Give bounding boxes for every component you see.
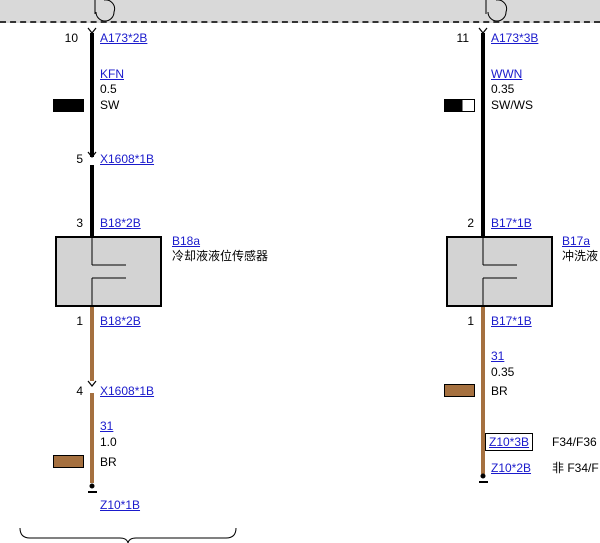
left-lower-pin: 4 <box>76 384 83 398</box>
right-sensor-top-pin: 2 <box>467 216 474 230</box>
right-connector-mark-top <box>478 27 488 34</box>
left-mid-pin: 5 <box>76 152 83 166</box>
right-option2-note: 非 F34/F <box>552 461 599 475</box>
left-wire-color-swatch <box>53 99 84 112</box>
right-sensor-internal <box>482 238 517 305</box>
left-ground-link[interactable]: Z10*1B <box>100 498 141 512</box>
left-connector-mark-top <box>87 27 97 34</box>
right-wire-gauge: 0.35 <box>491 82 515 96</box>
left-connector-mark-mid <box>87 151 97 158</box>
left-sensor-component[interactable] <box>55 236 162 307</box>
left-lower-connector-link[interactable]: X1608*1B <box>100 384 155 398</box>
left-lower-wire-code-link[interactable]: 31 <box>100 419 114 433</box>
left-lower-wire-color-swatch <box>53 455 84 468</box>
right-wire-code-link[interactable]: WWN <box>491 67 523 81</box>
left-wire-color: SW <box>100 98 120 112</box>
right-ground-dot <box>480 473 486 479</box>
left-sensor-bottom-connector-link[interactable]: B18*2B <box>100 314 141 328</box>
right-sensor-bottom-connector-link[interactable]: B17*1B <box>491 314 532 328</box>
right-lower-wire-color: BR <box>491 384 508 398</box>
left-sensor-top-pin: 3 <box>76 216 83 230</box>
right-sensor-bottom-pin: 1 <box>467 314 474 328</box>
left-lower-wire-color: BR <box>100 455 117 469</box>
left-top-connector-link[interactable]: A173*2B <box>100 31 148 45</box>
right-top-connector-link[interactable]: A173*3B <box>491 31 539 45</box>
right-sensor-code-link[interactable]: B17a <box>562 234 591 248</box>
right-lower-wire-color-swatch <box>444 384 475 397</box>
right-wire-color-swatch <box>444 99 475 112</box>
left-ground-dot <box>89 483 95 489</box>
left-sensor-name: 冷却液液位传感器 <box>172 249 269 263</box>
top-module-band <box>0 0 600 23</box>
left-lower-wire-gauge: 1.0 <box>100 435 117 449</box>
left-inline-connector-link[interactable]: X1608*1B <box>100 152 155 166</box>
right-lower-wire-gauge: 0.35 <box>491 365 515 379</box>
right-option2-link[interactable]: Z10*2B <box>491 461 532 475</box>
right-option1-note: F34/F36 <box>552 435 597 449</box>
left-wire-gauge: 0.5 <box>100 82 117 96</box>
right-top-connector-circle <box>487 0 508 22</box>
right-sensor-component[interactable] <box>446 236 553 307</box>
right-top-pin: 11 <box>456 31 469 45</box>
left-sensor-top-connector-link[interactable]: B18*2B <box>100 216 141 230</box>
left-bottom-brace <box>19 527 237 543</box>
left-top-pin: 10 <box>64 31 78 45</box>
right-wire-color: SW/WS <box>491 98 533 112</box>
right-sensor-top-connector-link[interactable]: B17*1B <box>491 216 532 230</box>
left-sensor-bottom-pin: 1 <box>76 314 83 328</box>
left-sensor-code-link[interactable]: B18a <box>172 234 201 248</box>
left-connector-mark-low <box>87 380 97 387</box>
left-top-connector-circle <box>95 0 116 22</box>
right-option1-link[interactable]: Z10*3B <box>485 433 534 451</box>
right-lower-wire-code-link[interactable]: 31 <box>491 349 505 363</box>
left-sensor-internal <box>91 238 126 305</box>
right-sensor-name: 冲洗液 <box>562 249 599 263</box>
left-wire-code-link[interactable]: KFN <box>100 67 124 81</box>
